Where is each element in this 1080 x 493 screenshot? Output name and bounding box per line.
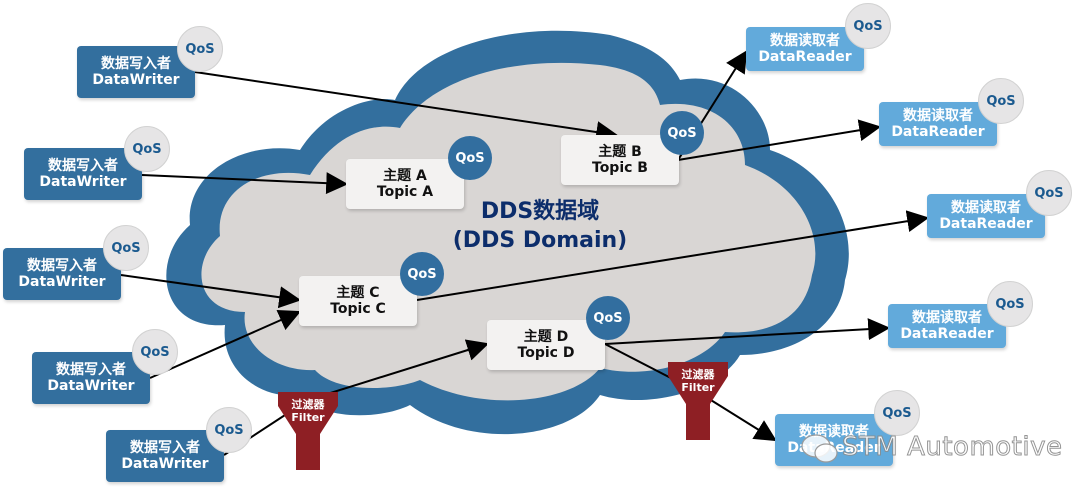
funnel-icon: [278, 392, 338, 470]
data-reader-1[interactable]: 数据读取者 DataReader: [746, 27, 864, 71]
qos-badge-reader-1[interactable]: QoS: [845, 3, 891, 49]
qos-badge-reader-4[interactable]: QoS: [987, 281, 1033, 327]
topic-label-cn: 主题 C: [336, 284, 380, 301]
qos-badge-reader-3[interactable]: QoS: [1026, 170, 1072, 216]
qos-label: QoS: [986, 93, 1016, 109]
writer-label-en: DataWriter: [47, 378, 135, 394]
filter-label: 过滤器 Filter: [278, 398, 338, 424]
qos-badge-reader-5[interactable]: QoS: [874, 390, 920, 436]
topic-label-cn: 主题 A: [383, 167, 427, 184]
reader-label-cn: 数据读取者: [951, 199, 1021, 216]
qos-badge-writer-3[interactable]: QoS: [103, 225, 149, 271]
writer-label-en: DataWriter: [121, 456, 209, 472]
reader-label-en: DataReader: [758, 49, 852, 65]
qos-badge-topic-b[interactable]: QoS: [660, 111, 704, 155]
qos-badge-topic-d[interactable]: QoS: [586, 296, 630, 340]
writer-label-cn: 数据写入者: [27, 257, 97, 274]
qos-label: QoS: [1034, 185, 1064, 201]
writer-1-to-topic-b-arrow: [194, 71, 619, 143]
writer-label-cn: 数据写入者: [130, 439, 200, 456]
writer-label-cn: 数据写入者: [101, 55, 171, 72]
topic-a[interactable]: 主题 A Topic A: [346, 159, 464, 209]
topic-label-en: Topic D: [517, 345, 575, 361]
filter-1-to-topic-d-arrow: [307, 339, 490, 401]
topic-label-en: Topic C: [330, 301, 386, 317]
filter-1[interactable]: 过滤器 Filter: [278, 392, 338, 470]
connection-lines: [120, 50, 930, 456]
topic-c[interactable]: 主题 C Topic C: [299, 276, 417, 326]
reader-label-en: DataReader: [900, 326, 994, 342]
qos-badge-writer-4[interactable]: QoS: [132, 329, 178, 375]
filter-label-cn: 过滤器: [291, 398, 325, 411]
qos-badge-writer-1[interactable]: QoS: [177, 26, 223, 72]
filter-label: 过滤器 Filter: [668, 368, 728, 394]
topic-c-to-reader-3-arrow: [416, 210, 930, 301]
funnel-icon: [668, 362, 728, 440]
qos-badge-writer-5[interactable]: QoS: [206, 407, 252, 453]
qos-label: QoS: [111, 240, 141, 256]
writer-2-to-topic-a-arrow: [141, 172, 349, 195]
topic-b[interactable]: 主题 B Topic B: [561, 135, 679, 185]
qos-label: QoS: [455, 150, 485, 166]
domain-title-cn: DDS数据域: [480, 199, 600, 224]
reader-label-cn: 数据读取者: [912, 309, 982, 326]
writer-label-cn: 数据写入者: [56, 361, 126, 378]
qos-badge-topic-c[interactable]: QoS: [400, 252, 444, 296]
domain-title: DDS数据域 (DDS Domain): [440, 198, 640, 255]
filter-label-en: Filter: [291, 411, 325, 425]
qos-label: QoS: [407, 266, 437, 282]
qos-badge-reader-2[interactable]: QoS: [978, 78, 1024, 124]
qos-label: QoS: [132, 141, 162, 157]
watermark-text: STM Automotive: [841, 432, 1063, 463]
writer-label-en: DataWriter: [18, 274, 106, 290]
writer-label-en: DataWriter: [92, 72, 180, 88]
filter-label-cn: 过滤器: [681, 368, 715, 381]
data-writer-5[interactable]: 数据写入者 DataWriter: [106, 430, 224, 482]
data-writer-3[interactable]: 数据写入者 DataWriter: [3, 248, 121, 300]
writer-label-en: DataWriter: [39, 174, 127, 190]
filter-2[interactable]: 过滤器 Filter: [668, 362, 728, 440]
topic-d[interactable]: 主题 D Topic D: [487, 320, 605, 370]
writer-4-to-topic-c-arrow: [149, 309, 302, 379]
topic-b-to-reader-2-arrow: [677, 119, 882, 161]
data-reader-3[interactable]: 数据读取者 DataReader: [927, 194, 1045, 238]
topic-label-en: Topic A: [376, 184, 434, 200]
data-writer-1[interactable]: 数据写入者 DataWriter: [77, 46, 195, 98]
qos-label: QoS: [853, 18, 883, 34]
reader-label-cn: 数据读取者: [770, 32, 840, 49]
filter-label-en: Filter: [681, 381, 715, 395]
reader-label-en: DataReader: [939, 216, 1033, 232]
domain-title-en: (DDS Domain): [452, 227, 628, 253]
topic-label-cn: 主题 B: [598, 143, 642, 160]
qos-label: QoS: [995, 296, 1025, 312]
qos-label: QoS: [185, 41, 215, 57]
qos-badge-writer-2[interactable]: QoS: [124, 126, 170, 172]
writer-3-to-topic-c-arrow: [120, 274, 302, 309]
qos-label: QoS: [593, 310, 623, 326]
topic-d-to-reader-4-arrow: [604, 318, 891, 345]
reader-label-cn: 数据读取者: [903, 107, 973, 124]
data-writer-4[interactable]: 数据写入者 DataWriter: [32, 352, 150, 404]
wechat-icon: [801, 434, 838, 463]
qos-label: QoS: [882, 405, 912, 421]
data-reader-2[interactable]: 数据读取者 DataReader: [879, 102, 997, 146]
qos-badge-topic-a[interactable]: QoS: [448, 136, 492, 180]
qos-label: QoS: [140, 344, 170, 360]
qos-label: QoS: [214, 422, 244, 438]
qos-label: QoS: [667, 125, 697, 141]
reader-label-en: DataReader: [891, 124, 985, 140]
data-writer-2[interactable]: 数据写入者 DataWriter: [24, 148, 142, 200]
topic-label-cn: 主题 D: [523, 328, 569, 345]
topic-label-en: Topic B: [592, 160, 648, 176]
data-reader-4[interactable]: 数据读取者 DataReader: [888, 304, 1006, 348]
writer-label-cn: 数据写入者: [48, 157, 118, 174]
